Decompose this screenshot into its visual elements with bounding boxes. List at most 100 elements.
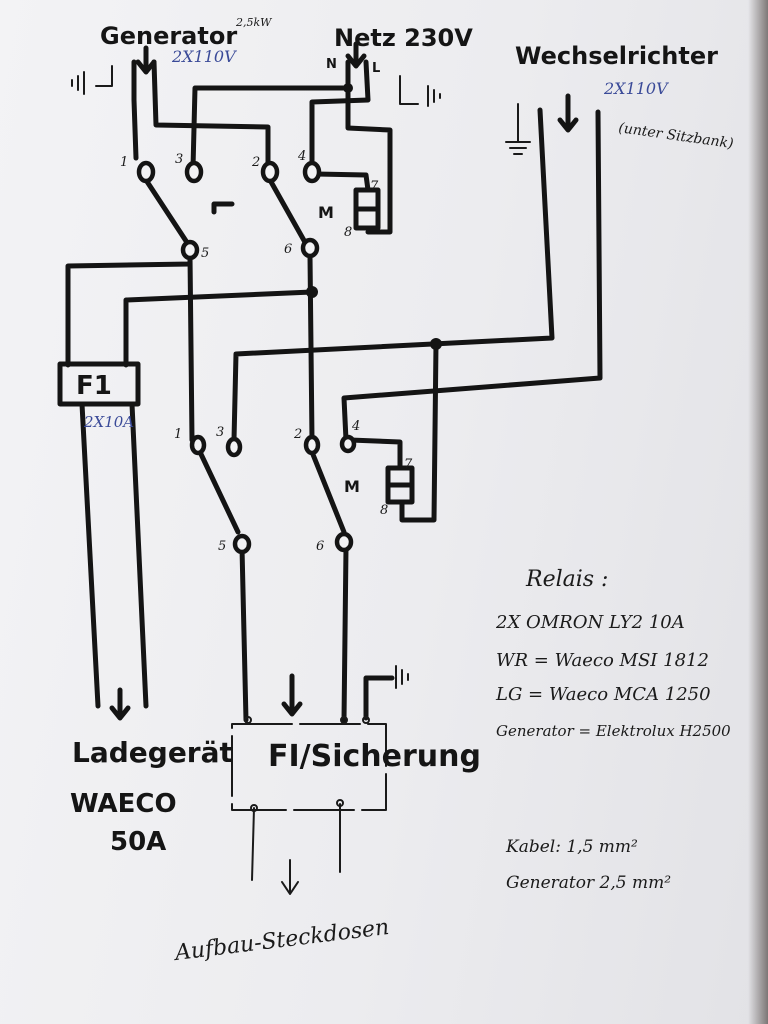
wire-generator-left — [131, 59, 139, 161]
wire-inverter-right — [341, 109, 603, 443]
fi-in-terminal-left — [244, 716, 252, 724]
relay-upper-terminal-6 — [300, 237, 320, 259]
ground-fi-symbol — [395, 665, 409, 689]
junction-upper6 — [306, 286, 318, 298]
wire-contact-upper-1 — [143, 177, 191, 247]
fuse-f1-box — [57, 361, 141, 407]
relay-lower-num-7: 7 — [404, 457, 413, 472]
relay-upper-coil-label: M — [318, 203, 334, 222]
relay-upper-terminal-1 — [136, 160, 156, 184]
relay-lower-num-1: 1 — [174, 427, 182, 442]
notes-line-4: Generator = Elektrolux H2500 — [496, 722, 731, 740]
wire-lower6-to-fi — [341, 545, 349, 723]
arrow-charger-icon — [109, 687, 131, 721]
arrow-fi-icon — [281, 673, 303, 717]
relay-upper-num-2: 2 — [251, 155, 260, 170]
wire-f1-to-charger-right — [129, 401, 149, 709]
relay-upper-num-5: 5 — [201, 246, 209, 261]
notes-title: Relais : — [525, 567, 608, 592]
relay-upper-num-7: 7 — [370, 179, 379, 194]
label-charger-rating: 50A — [110, 827, 166, 857]
arrows — [109, 41, 579, 895]
notes-line-2: WR = Waeco MSI 1812 — [496, 650, 709, 671]
wire-f1-to-charger-left — [79, 401, 101, 709]
wire-mains-n — [190, 59, 351, 171]
fuse-rating-label: 2X10A — [83, 413, 134, 431]
wire-lower5-to-fi — [239, 545, 249, 723]
ground-mains-symbol — [399, 75, 441, 107]
wire-coil-feed-upper-a — [345, 85, 393, 235]
wire-coil-feed-upper-b — [313, 171, 371, 193]
relay-lower-terminal-2 — [303, 434, 321, 456]
wire-junction-to-f1 — [123, 289, 315, 368]
wire-upper5-to-f1 — [65, 253, 193, 368]
fuse-f1-label: F1 — [76, 371, 112, 401]
fi-box-label: FI/Sicherung — [268, 739, 481, 774]
wire-coil-feed-lower — [399, 341, 439, 523]
relay-lower-num-5: 5 — [218, 539, 226, 554]
relay-lower-terminal-1 — [189, 434, 207, 456]
relay-upper-num-6: 6 — [284, 242, 292, 257]
arrow-outlets-icon — [281, 859, 299, 895]
label-generator-rating: 2,5kW — [235, 16, 273, 29]
wire-fi-ground — [363, 675, 395, 721]
relay-upper-terminals — [136, 160, 322, 261]
wire-generator-right — [151, 59, 271, 171]
wire-coil-feed-lower-b — [347, 437, 403, 471]
fi-out-terminal-left — [250, 804, 258, 812]
ground-generator-symbol — [71, 65, 113, 95]
relay-upper-bracket-mark — [211, 201, 235, 215]
relay-lower-terminal-3 — [225, 436, 243, 458]
relay-lower-num-6: 6 — [316, 539, 324, 554]
relay-lower-coil-label: M — [344, 477, 360, 496]
wire-contact-upper-2 — [267, 177, 309, 247]
wire-contact-lower-1 — [197, 449, 241, 535]
fi-in-terminal-right — [340, 716, 348, 724]
relay-lower-num-8: 8 — [380, 503, 388, 518]
paper-edge-shadow — [748, 0, 768, 1024]
notes-block: Relais : 2X OMRON LY2 10A WR = Waeco MSI… — [495, 567, 731, 893]
notes-line-1: 2X OMRON LY2 10A — [495, 612, 685, 633]
wire-contact-lower-2 — [309, 449, 347, 535]
arrow-mains-icon — [345, 41, 367, 69]
wire-inverter-left — [231, 107, 555, 443]
label-inverter-location: (unter Sitzbank) — [617, 120, 734, 152]
arrow-generator-icon — [135, 45, 157, 75]
junction-inverter — [430, 338, 442, 350]
relay-upper-num-4: 4 — [297, 149, 306, 164]
fi-out-terminal-right — [336, 799, 344, 807]
label-outlets: Aufbau-Steckdosen — [172, 915, 391, 966]
label-mains: Netz 230V — [334, 24, 473, 52]
label-charger-brand: WAECO — [70, 789, 177, 819]
relay-lower-num-4: 4 — [351, 419, 360, 434]
relay-upper-num-8: 8 — [344, 225, 352, 240]
label-inverter: Wechselrichter — [515, 42, 718, 70]
relay-lower-numbers: 1 3 2 4 5 6 7 8 — [174, 419, 413, 554]
label-inverter-voltage: 2X110V — [603, 79, 669, 98]
relay-upper-numbers: 1 3 2 4 5 6 7 8 — [120, 149, 379, 261]
wire-fi-out-left — [251, 807, 255, 881]
relay-lower-num-3: 3 — [216, 425, 224, 440]
ground-inverter-symbol — [505, 103, 531, 155]
relay-upper-num-3: 3 — [175, 152, 183, 167]
notes-line-3: LG = Waeco MCA 1250 — [495, 684, 711, 705]
relay-lower-terminals — [189, 434, 357, 555]
relay-lower-terminal-6 — [334, 531, 354, 553]
junction-mains — [343, 83, 353, 93]
fi-box-outline — [231, 723, 387, 811]
relay-lower-num-2: 2 — [293, 427, 302, 442]
notes-cable-1: Kabel: 1,5 mm² — [505, 837, 638, 857]
fi-in-terminal-pe — [362, 716, 370, 724]
relay-upper-terminal-3 — [184, 160, 204, 184]
label-mains-l: L — [372, 61, 380, 76]
relay-upper-num-1: 1 — [120, 155, 128, 170]
relay-lower-terminal-4 — [339, 434, 357, 454]
label-charger: Ladegerät — [72, 736, 233, 769]
wires — [65, 59, 603, 723]
relay-upper-terminal-4 — [302, 160, 322, 184]
relay-upper-terminal-5 — [180, 239, 200, 261]
wire-upper5-down — [187, 253, 195, 443]
relay-lower-terminal-5 — [232, 533, 252, 555]
